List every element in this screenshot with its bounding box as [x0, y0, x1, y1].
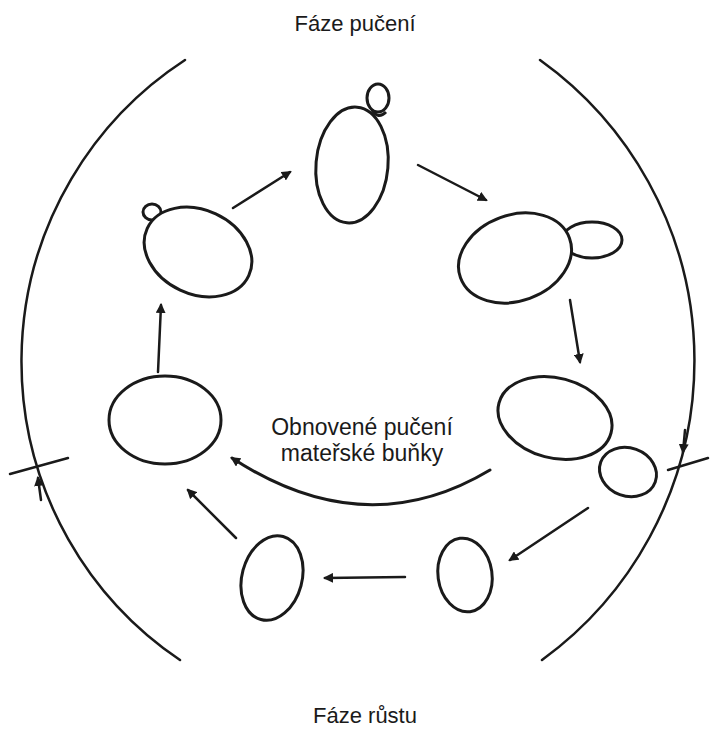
cycle-arrow — [38, 478, 41, 500]
yeast-cell — [446, 198, 584, 318]
cycle-arrow — [683, 430, 685, 452]
phase-label: Fáze růstu — [215, 703, 515, 728]
yeast-cell — [311, 104, 393, 226]
yeast-cell — [489, 364, 622, 471]
step-arrow — [325, 577, 405, 578]
phase-label: Fáze pučení — [205, 11, 505, 36]
cycle-arc — [21, 60, 185, 660]
center-note: Obnovené pučení mateřské buňky — [262, 414, 462, 467]
yeast-bud — [367, 84, 389, 112]
yeast-cell — [109, 376, 221, 464]
step-arrow — [510, 508, 588, 560]
step-arrow — [418, 165, 486, 200]
step-arrow — [233, 172, 290, 208]
phase-tick — [10, 458, 68, 474]
yeast-cell — [129, 190, 266, 313]
daughter-cell — [593, 440, 664, 505]
cycle-arc — [540, 60, 694, 660]
daughter-cell — [433, 535, 497, 616]
step-arrow — [188, 490, 236, 538]
step-arrow — [158, 305, 161, 372]
phase-tick — [668, 458, 708, 470]
yeast-cell — [232, 529, 312, 628]
step-arrow — [570, 300, 580, 362]
